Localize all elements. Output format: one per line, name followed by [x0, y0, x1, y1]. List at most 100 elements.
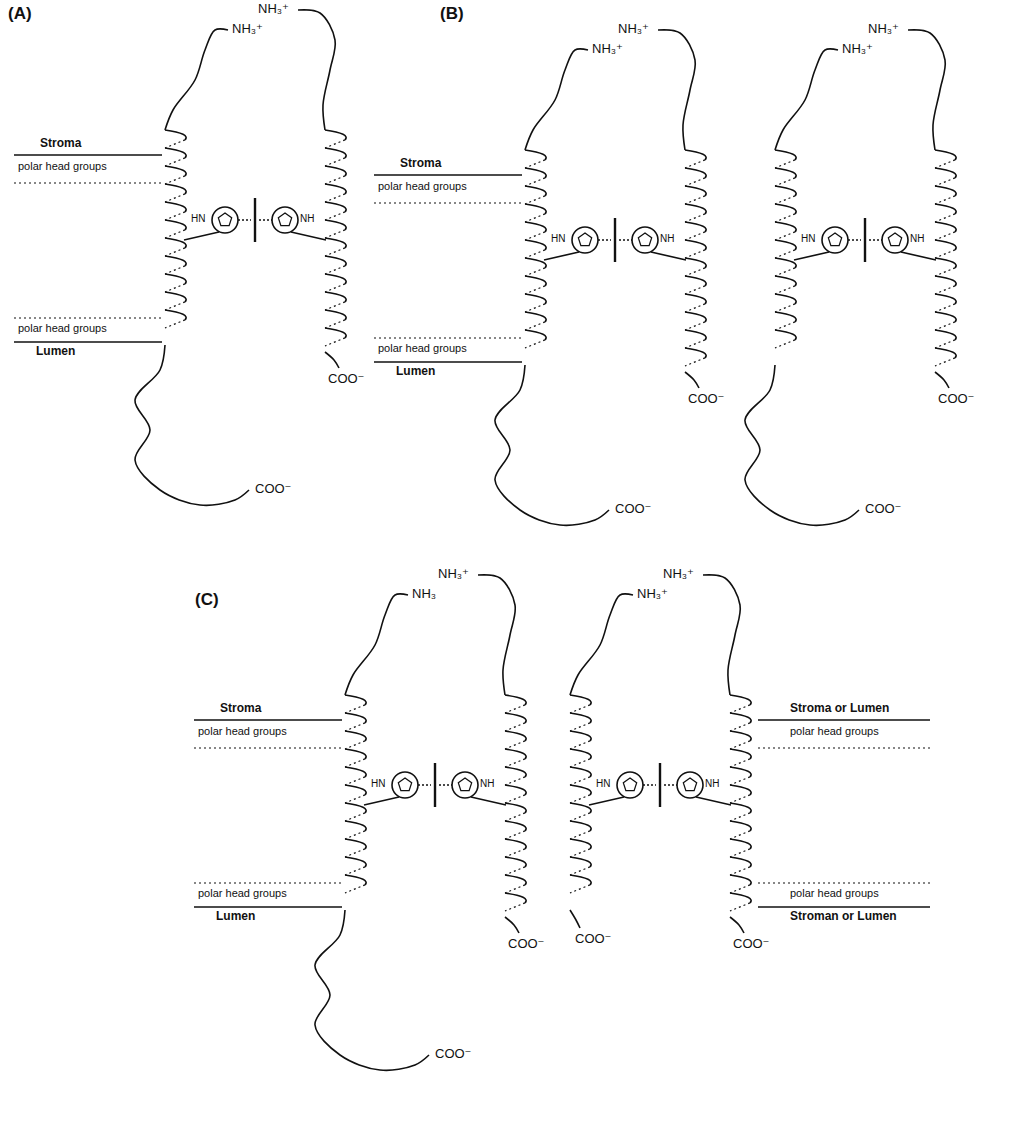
heme-plane: [659, 763, 661, 807]
membrane-label: polar head groups: [790, 887, 879, 900]
histidine-link: [794, 252, 829, 260]
n-terminal-loop: [703, 575, 740, 695]
n-terminal-loop: [775, 49, 838, 150]
lumen-loop: [135, 345, 249, 505]
terminus-label: NH₃⁺: [618, 22, 649, 37]
helix-front: [165, 130, 186, 320]
terminus-label: NH₃⁺: [438, 567, 469, 582]
panel-letter: (B): [440, 4, 464, 24]
terminus-label: NH₃⁺: [868, 22, 899, 37]
helix-back: [775, 160, 795, 348]
membrane-label: polar head groups: [198, 725, 287, 738]
fe-bond: [418, 784, 431, 786]
helix-back: [525, 160, 545, 348]
compartment-label: Lumen: [216, 910, 255, 924]
histidine-link: [589, 797, 624, 805]
n-terminal-loop: [165, 29, 228, 130]
atom-label: HN: [551, 233, 565, 245]
ring-pentagon: [578, 233, 591, 246]
membrane-surface: [758, 906, 930, 908]
atom-label: HN: [371, 778, 385, 790]
ring-pentagon: [278, 213, 291, 226]
atom-label: NH: [660, 233, 674, 245]
fe-bond: [598, 239, 611, 241]
c-terminal-tail: [935, 372, 949, 388]
c-terminal-tail: [570, 910, 580, 928]
fe-bond: [238, 219, 251, 221]
n-terminal-loop: [570, 594, 633, 695]
membrane-label: polar head groups: [378, 180, 467, 193]
fe-bond: [664, 784, 677, 786]
terminus-label: NH₃⁺: [663, 567, 694, 582]
c-terminal-tail: [505, 917, 519, 933]
imidazole-ring: [822, 227, 848, 253]
helix-front: [345, 695, 366, 885]
terminus-label: NH₃⁺: [842, 42, 873, 57]
headgroup-boundary: [374, 337, 522, 338]
headgroup-boundary: [194, 747, 342, 748]
helix-back: [935, 160, 955, 366]
compartment-label: Stroma: [40, 137, 81, 151]
atom-label: NH: [705, 778, 719, 790]
terminus-label: NH₃: [412, 587, 436, 602]
histidine-link: [651, 252, 686, 260]
headgroup-boundary: [194, 882, 342, 883]
membrane-surface: [194, 906, 342, 908]
n-terminal-loop: [658, 30, 695, 150]
terminus-label: NH₃⁺: [258, 2, 289, 17]
headgroup-boundary: [14, 317, 162, 318]
c-terminal-tail: [685, 372, 699, 388]
n-terminal-loop: [478, 575, 515, 695]
n-terminal-loop: [298, 10, 335, 130]
atom-label: NH: [910, 233, 924, 245]
heme-plane: [254, 198, 256, 242]
terminus-label: COO⁻: [865, 502, 901, 517]
imidazole-ring: [882, 227, 908, 253]
membrane-surface: [14, 341, 162, 343]
ring-pentagon: [683, 778, 696, 791]
membrane-surface: [374, 361, 522, 363]
ring-pentagon: [888, 233, 901, 246]
ring-pentagon: [623, 778, 636, 791]
imidazole-ring: [677, 772, 703, 798]
atom-label: HN: [801, 233, 815, 245]
ring-pentagon: [458, 778, 471, 791]
helix-back: [345, 705, 365, 893]
helix-back: [570, 705, 590, 893]
fe-bond: [439, 784, 452, 786]
atom-label: NH: [480, 778, 494, 790]
compartment-label: Lumen: [36, 345, 75, 359]
drawing: [14, 10, 956, 1070]
imidazole-ring: [392, 772, 418, 798]
membrane-surface: [14, 154, 162, 156]
lumen-loop: [745, 365, 859, 525]
terminus-label: COO⁻: [615, 502, 651, 517]
terminus-label: COO⁻: [328, 372, 364, 387]
ring-pentagon: [638, 233, 651, 246]
terminus-label: COO⁻: [255, 482, 291, 497]
histidine-link: [184, 232, 219, 240]
heme-plane: [614, 218, 616, 262]
fe-bond: [619, 239, 632, 241]
histidine-link: [901, 252, 936, 260]
compartment-label: Stroma: [400, 157, 441, 171]
ring-pentagon: [218, 213, 231, 226]
ring-pentagon: [398, 778, 411, 791]
terminus-label: NH₃⁺: [232, 22, 263, 37]
terminus-label: COO⁻: [575, 932, 611, 947]
terminus-label: NH₃⁺: [592, 42, 623, 57]
n-terminal-loop: [345, 594, 408, 695]
fe-bond: [259, 219, 272, 221]
membrane-label: polar head groups: [18, 322, 107, 335]
membrane-surface: [194, 719, 342, 721]
lumen-loop: [315, 910, 429, 1070]
headgroup-boundary: [758, 882, 930, 883]
histidine-link: [364, 797, 399, 805]
fe-bond: [869, 239, 882, 241]
heme-plane: [434, 763, 436, 807]
imidazole-ring: [452, 772, 478, 798]
helix-front: [570, 695, 591, 885]
terminus-label: COO⁻: [938, 392, 974, 407]
compartment-label: Lumen: [396, 365, 435, 379]
